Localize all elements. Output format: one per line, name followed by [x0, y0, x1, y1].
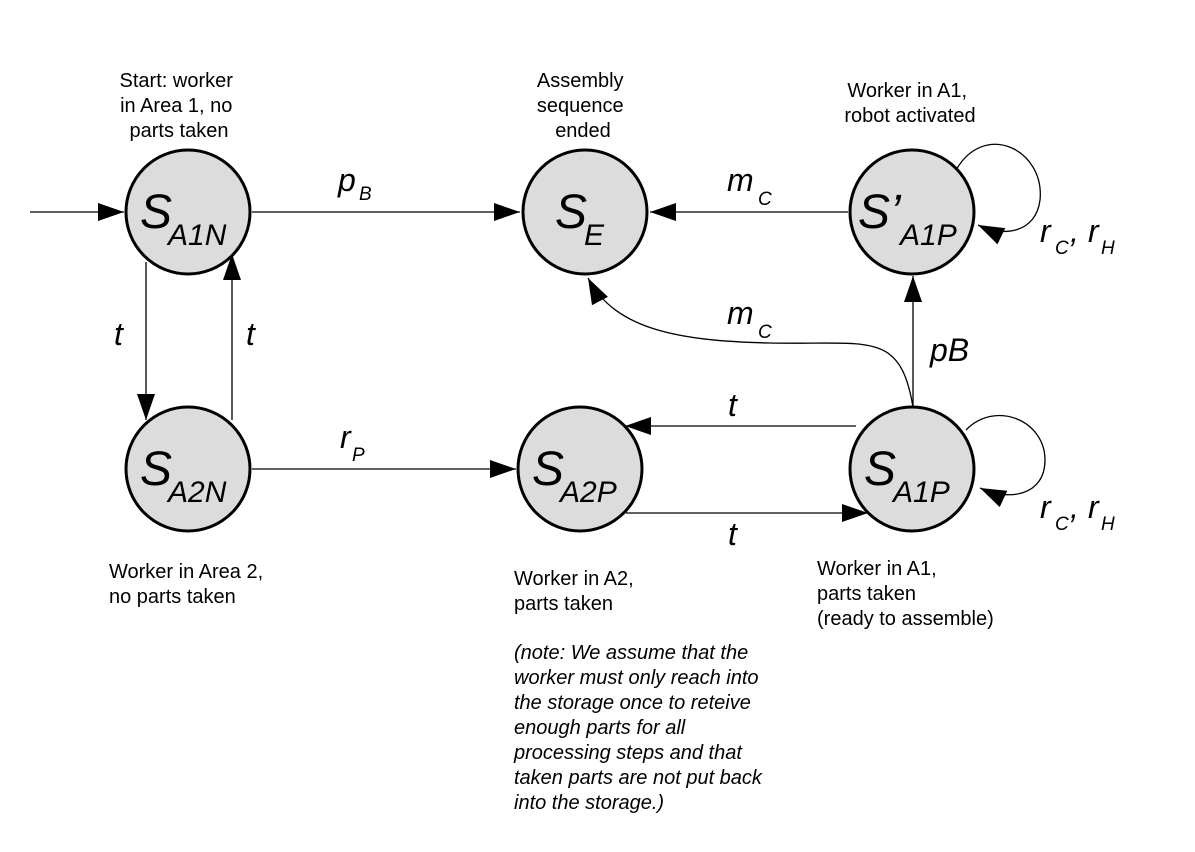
label-a2n-to-a2p-main: r — [340, 419, 352, 455]
state-a1p-subscript: A1P — [891, 476, 950, 509]
desc-a2p: Worker in A2, parts taken — [514, 568, 639, 615]
label-a2n-to-a2p: r P — [340, 419, 365, 466]
state-a2p: S A2P — [516, 405, 644, 533]
desc-a2n: Worker in Area 2, no parts taken — [109, 561, 269, 608]
label-self-a1p-s2: H — [1101, 514, 1115, 535]
desc-a1n: Start: worker in Area 1, no parts taken — [120, 70, 239, 142]
label-a1p-to-a2p: t — [728, 387, 738, 423]
label-a1n-to-e-sub: B — [359, 184, 372, 205]
edge-a1p-to-e — [587, 277, 914, 408]
state-e-subscript: E — [584, 219, 605, 252]
label-a1p-to-e: m C — [727, 295, 772, 343]
label-a1p-prime-to-e: m C — [727, 162, 772, 210]
state-a1n-symbol: S — [140, 186, 172, 239]
state-a2n-symbol: S — [140, 443, 172, 496]
state-a2n: S A2N — [124, 405, 252, 533]
label-self-a1p-prime-r1: r — [1040, 213, 1052, 249]
label-a1p-to-e-main: m — [727, 295, 754, 331]
label-self-a1p-prime-r2: r — [1088, 213, 1100, 249]
label-a1n-to-e: p B — [337, 162, 372, 205]
state-a1p-prime: S’ A1P — [848, 148, 976, 276]
state-a1p: S A1P — [848, 405, 976, 533]
label-self-a1p-r2: r — [1088, 489, 1100, 525]
label-self-a1p-s1: C — [1055, 514, 1069, 535]
self-loop-a1p-prime — [955, 143, 1041, 245]
label-a2n-to-a1n: t — [246, 316, 256, 352]
label-a1p-prime-to-e-main: m — [727, 162, 754, 198]
assumption-note: (note: We assume that the worker must on… — [513, 642, 768, 814]
label-a1n-to-a2n: t — [114, 316, 124, 352]
label-self-a1p-prime-s1: C — [1055, 238, 1069, 259]
label-a2p-to-a1p: t — [728, 516, 738, 552]
label-self-a1p-r1: r — [1040, 489, 1052, 525]
desc-a1p: Worker in A1, parts taken (ready to asse… — [817, 558, 994, 630]
state-e: S E — [521, 148, 649, 276]
label-a1p-to-a1p-prime: pB — [929, 332, 969, 368]
state-a2n-subscript: A2N — [166, 476, 227, 509]
label-a2n-to-a2p-sub: P — [352, 445, 365, 466]
label-self-a1p-sep: , — [1070, 489, 1079, 525]
label-a1n-to-e-main: p — [337, 162, 356, 198]
state-a1n: S A1N — [124, 148, 252, 276]
label-self-a1p-prime-s2: H — [1101, 238, 1115, 259]
state-a1p-prime-symbol: S’ — [858, 186, 902, 239]
desc-a1p-prime: Worker in A1, robot activated — [844, 80, 975, 127]
label-self-a1p-prime-sep: , — [1070, 213, 1079, 249]
state-a2p-subscript: A2P — [558, 476, 617, 509]
self-loop-a1p — [965, 414, 1046, 508]
label-self-loop-a1p-prime: r C , r H — [1040, 213, 1115, 259]
state-a1p-prime-subscript: A1P — [898, 219, 957, 252]
label-a1p-to-e-sub: C — [758, 322, 772, 343]
state-a1n-subscript: A1N — [166, 219, 227, 252]
desc-e: Assembly sequence ended — [537, 70, 629, 142]
label-self-loop-a1p: r C , r H — [1040, 489, 1115, 535]
state-a1p-symbol: S — [864, 443, 896, 496]
label-a1p-prime-to-e-sub: C — [758, 189, 772, 210]
state-e-symbol: S — [555, 186, 587, 239]
state-a2p-symbol: S — [532, 443, 564, 496]
